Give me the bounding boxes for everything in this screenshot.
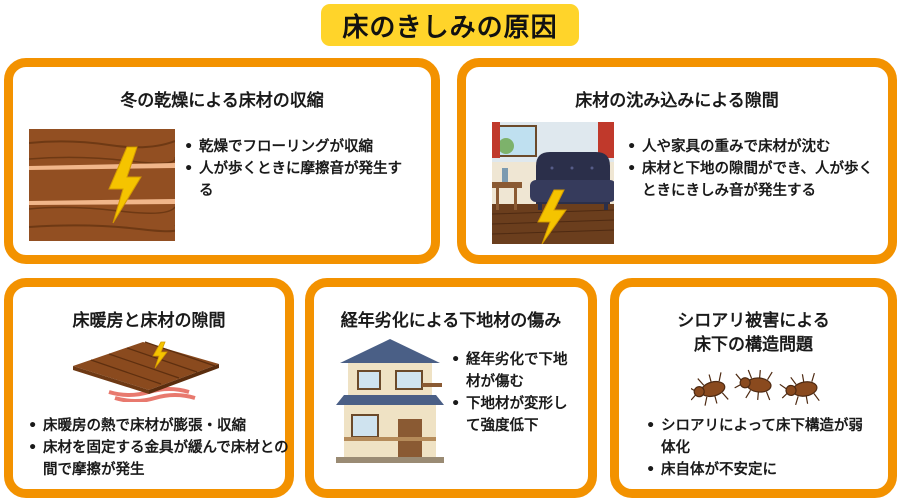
card-points: 経年劣化で下地材が傷む 下地材が変形して強度低下 xyxy=(450,349,578,437)
wood-plank-bolt-icon xyxy=(29,129,175,241)
card-title: シロアリ被害による xyxy=(677,311,830,331)
termite-icon xyxy=(691,369,820,406)
point-item: 人が歩くときに摩擦音が発生する xyxy=(183,158,413,202)
point-item: 下地材が変形して強度低下 xyxy=(450,393,578,437)
point-item: 床材を固定する金具が緩んで床材との間で摩擦が発生 xyxy=(27,437,289,481)
card-points: 床暖房の熱で床材が膨張・収縮 床材を固定する金具が緩んで床材との間で摩擦が発生 xyxy=(27,415,289,481)
card-title: 経年劣化による下地材の傷み xyxy=(340,311,562,331)
card-aging-subfloor: 経年劣化による下地材の傷み 経年劣化で下地材が傷む 下地材が変形して強度低下 xyxy=(305,278,597,498)
house-icon xyxy=(336,339,444,463)
card-title: 床暖房と床材の隙間 xyxy=(72,311,226,331)
card-title: 床材の沈み込みによる隙間 xyxy=(575,91,779,111)
point-item: 人や家具の重みで床材が沈む xyxy=(626,136,876,158)
page-title: 床のきしみの原因 xyxy=(321,4,579,46)
point-item: 床自体が不安定に xyxy=(645,459,875,481)
card-points: 乾燥でフローリングが収縮 人が歩くときに摩擦音が発生する xyxy=(183,136,413,202)
point-item: シロアリによって床下構造が弱体化 xyxy=(645,415,875,459)
card-termite-damage: シロアリ被害による 床下の構造問題 シロアリによって床下構造が弱体化 床自体が不… xyxy=(610,278,897,498)
sofa-room-icon xyxy=(492,122,614,244)
card-points: シロアリによって床下構造が弱体化 床自体が不安定に xyxy=(645,415,875,481)
point-item: 床材と下地の隙間ができ、人が歩くときにきしみ音が発生する xyxy=(626,158,876,202)
card-title: 床下の構造問題 xyxy=(694,335,813,355)
point-item: 乾燥でフローリングが収縮 xyxy=(183,136,413,158)
point-item: 床暖房の熱で床材が膨張・収縮 xyxy=(27,415,289,437)
card-floor-sinking: 床材の沈み込みによる隙間 人や家具の重みで床材が沈む 床材と下地の隙間ができ、人… xyxy=(457,58,897,264)
card-title: 冬の乾燥による床材の収縮 xyxy=(120,91,324,111)
card-winter-dryness: 冬の乾燥による床材の収縮 乾燥でフローリングが収縮 人が歩くときに摩擦音が発生す… xyxy=(4,58,440,264)
point-item: 経年劣化で下地材が傷む xyxy=(450,349,578,393)
card-points: 人や家具の重みで床材が沈む 床材と下地の隙間ができ、人が歩くときにきしみ音が発生… xyxy=(626,136,876,202)
card-floor-heating: 床暖房と床材の隙間 床暖房の熱で床材が膨張・収縮 床材を固定する金具が緩んで床材… xyxy=(4,278,294,498)
floor-heating-icon xyxy=(73,341,219,402)
